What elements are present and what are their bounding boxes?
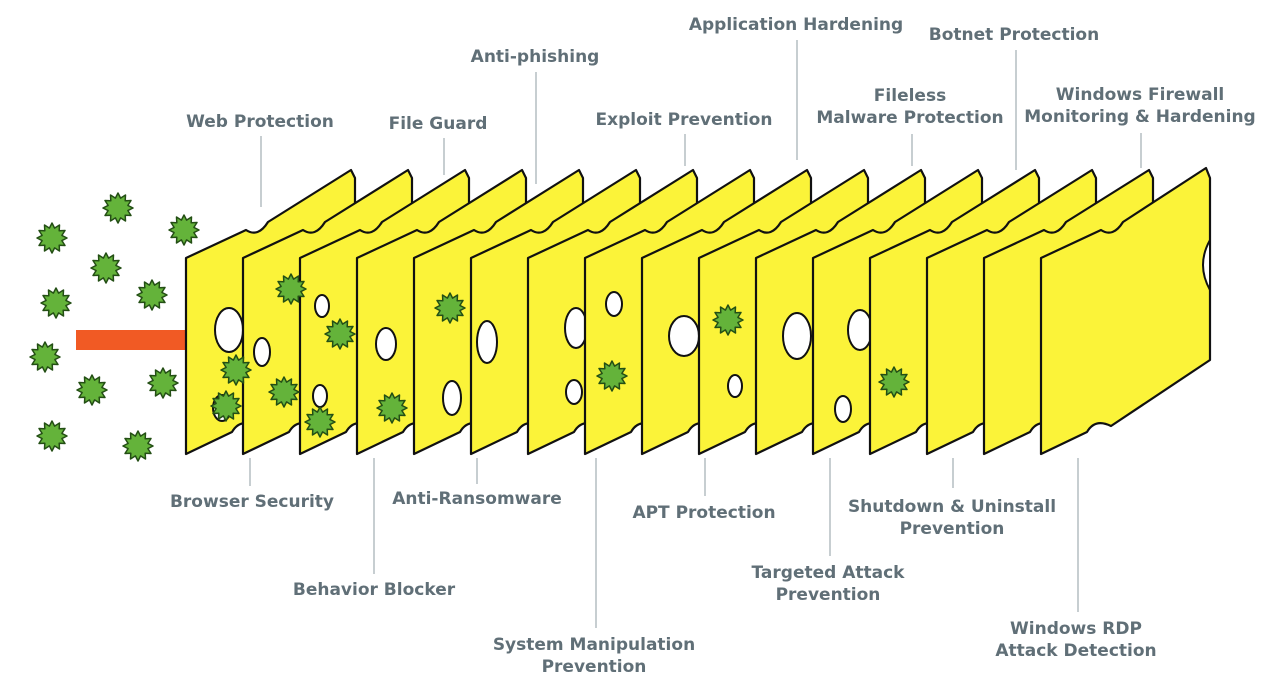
- label-line: Anti-Ransomware: [392, 489, 562, 509]
- malware-germ-icon: [324, 318, 356, 350]
- malware-germ-icon: [102, 192, 134, 224]
- malware-germ-icon: [434, 292, 466, 324]
- cheese-hole: [442, 380, 462, 416]
- cheese-hole: [253, 337, 271, 367]
- malware-germ-icon: [40, 287, 72, 319]
- label-line: Web Protection: [186, 112, 334, 132]
- label-line: Windows Firewall: [1056, 85, 1224, 105]
- cheese-hole: [668, 315, 700, 357]
- malware-germ-icon: [210, 390, 242, 422]
- malware-germ-icon: [29, 341, 61, 373]
- cheese-hole: [834, 395, 852, 423]
- label-line: Exploit Prevention: [596, 110, 773, 130]
- label-line: Shutdown & Uninstall: [848, 497, 1056, 517]
- cheese-hole: [565, 379, 583, 405]
- label-apt-protection: APT Protection: [632, 503, 775, 523]
- label-line: Targeted Attack: [752, 563, 906, 583]
- malware-germ-icon: [596, 360, 628, 392]
- label-line: Malware Protection: [816, 108, 1003, 128]
- label-line: Anti-phishing: [471, 47, 600, 67]
- malware-germ-icon: [122, 430, 154, 462]
- malware-germ-icon: [168, 214, 200, 246]
- label-line: Browser Security: [170, 492, 334, 512]
- cheese-slices: [184, 166, 1212, 456]
- cheese-hole: [564, 307, 588, 349]
- malware-germ-icon: [90, 252, 122, 284]
- label-file-guard: File Guard: [389, 114, 488, 134]
- malware-germ-icon: [36, 222, 68, 254]
- malware-germ-icon: [304, 406, 336, 438]
- cheese-hole: [214, 307, 244, 353]
- cheese-hole: [605, 291, 623, 317]
- label-line: Prevention: [900, 519, 1005, 539]
- label-anti-ransomware: Anti-Ransomware: [392, 489, 562, 509]
- label-behavior-blocker: Behavior Blocker: [293, 580, 456, 600]
- label-line: Windows RDP: [1010, 619, 1142, 639]
- cheese-bite: [1202, 236, 1211, 294]
- cheese-hole: [727, 374, 743, 398]
- cheese-hole: [782, 312, 812, 360]
- label-browser-security: Browser Security: [170, 492, 334, 512]
- malware-germ-icon: [76, 374, 108, 406]
- malware-germ-icon: [136, 279, 168, 311]
- label-line: Prevention: [776, 585, 881, 605]
- cheese-hole: [314, 294, 330, 318]
- label-line: Behavior Blocker: [293, 580, 456, 600]
- label-line: Attack Detection: [995, 641, 1156, 661]
- malware-germ-icon: [878, 366, 910, 398]
- label-botnet-protection: Botnet Protection: [929, 25, 1099, 45]
- cheese-hole: [476, 320, 498, 364]
- malware-germ-icon: [36, 420, 68, 452]
- label-line: Application Hardening: [689, 15, 903, 35]
- label-line: Monitoring & Hardening: [1024, 107, 1255, 127]
- cheese-hole: [312, 384, 328, 408]
- label-line: File Guard: [389, 114, 488, 134]
- malware-germ-icon: [712, 304, 744, 336]
- cheese-slice: [1039, 166, 1212, 456]
- label-exploit-prevention: Exploit Prevention: [596, 110, 773, 130]
- label-line: Fileless: [874, 86, 946, 106]
- cheese-hole: [375, 327, 397, 361]
- malware-swarm: [29, 192, 200, 462]
- label-line: System Manipulation: [493, 635, 695, 655]
- top-labels: Web Protection File Guard Anti-phishingExp…: [186, 15, 1256, 134]
- malware-germ-icon: [268, 376, 300, 408]
- label-application-hardening: Application Hardening: [689, 15, 903, 35]
- malware-germ-icon: [275, 273, 307, 305]
- cheese-hole: [847, 309, 873, 351]
- malware-germ-icon: [220, 354, 252, 386]
- malware-germ-icon: [376, 392, 408, 424]
- label-line: Prevention: [542, 657, 647, 677]
- label-anti-phishing: Anti-phishing: [471, 47, 600, 67]
- malware-germ-icon: [147, 367, 179, 399]
- leader-lines: [249, 40, 1142, 628]
- label-line: Botnet Protection: [929, 25, 1099, 45]
- label-web-protection: Web Protection: [186, 112, 334, 132]
- label-line: APT Protection: [632, 503, 775, 523]
